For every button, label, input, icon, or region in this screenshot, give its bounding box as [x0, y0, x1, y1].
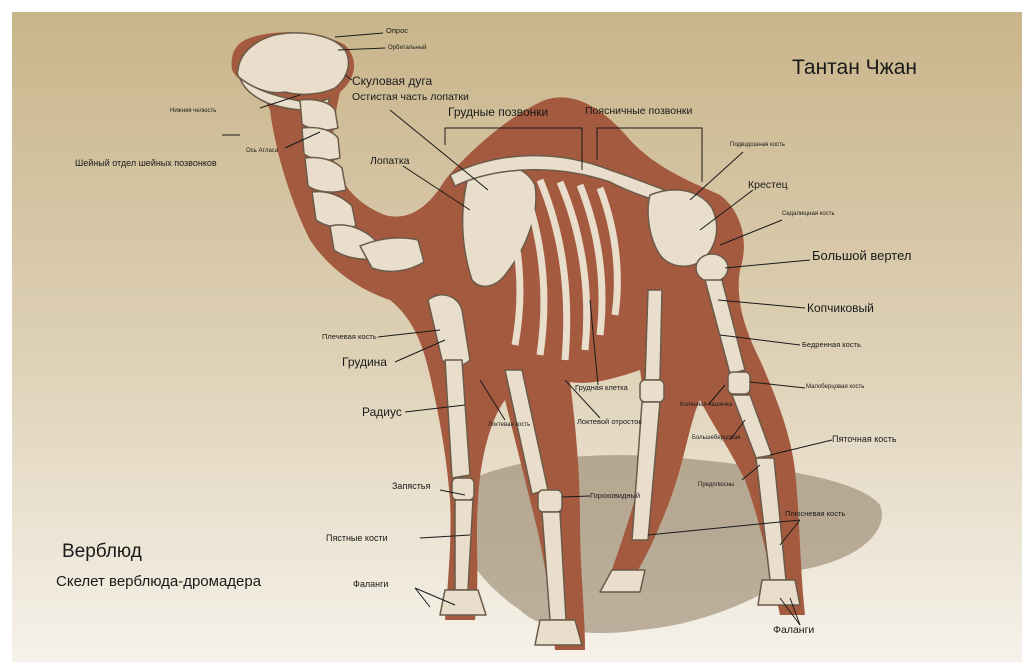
leader-line [717, 299, 806, 309]
hind-hoof [757, 579, 801, 606]
leader-line [389, 109, 489, 191]
label-femur: Бедренная кость [802, 340, 861, 349]
label-cervical: Шейный отдел шейных позвонков [75, 158, 217, 168]
leader-line [724, 259, 811, 269]
label-ischium: Седалищная кость [782, 211, 835, 217]
label-carpus: Запястья [392, 481, 431, 491]
diagram-subtitle: Скелет верблюда-дромадера [56, 573, 262, 590]
label-greater-trochanter: Большой вертел [812, 248, 912, 263]
tibia-bone-far [631, 401, 661, 541]
radius-bone [444, 359, 471, 479]
leader-line [561, 495, 591, 498]
leader-line [719, 219, 783, 246]
label-thoracic-vertebrae: Грудные позвонки [448, 105, 549, 119]
cervical-vertebra [304, 156, 347, 193]
leader-line [344, 74, 353, 81]
author-name: Тантан Чжан [792, 56, 917, 79]
leader-line [699, 189, 754, 231]
label-ulna: Локтевая кость [488, 422, 531, 428]
leader-line [779, 597, 801, 626]
label-coccygeal: Копчиковый [807, 301, 874, 315]
leader-line [404, 404, 466, 413]
hind-hoof-far [599, 569, 646, 593]
label-phalanges-front: Фаланги [353, 579, 389, 589]
knee-bone [727, 371, 751, 395]
label-metacarpals: Пястные кости [326, 533, 388, 543]
label-sternum: Грудина [342, 355, 387, 369]
leader-line [479, 379, 506, 421]
leader-line [419, 534, 471, 539]
label-tibia: Малоберцовая кость [806, 384, 865, 390]
tarsal-bone-far [639, 379, 665, 403]
label-lower-jaw: Нижняя челюсть [170, 108, 217, 114]
label-radius: Радиус [362, 405, 402, 419]
leader-line [564, 379, 601, 419]
leader-line [402, 165, 471, 211]
leader-line [337, 47, 386, 51]
leader-line [729, 419, 746, 441]
leader-line [689, 151, 744, 201]
label-ilium: Подвздошная кость [730, 142, 785, 148]
leader-line [334, 32, 384, 38]
label-tarsals: Предплюсны [698, 482, 735, 488]
leader-line [284, 131, 321, 149]
leader-bracket [596, 127, 703, 182]
label-scapula-spine: Остистая часть лопатки [352, 91, 469, 103]
label-olecranon: Локтевой отросток [577, 417, 642, 426]
label-humerus: Плечевая кость [322, 332, 377, 341]
rib [556, 180, 591, 351]
leader-line [769, 439, 833, 456]
carpus-bone-far [537, 489, 563, 513]
rib [496, 178, 524, 346]
label-atlas: Ось Атласа [246, 148, 279, 154]
label-zygomatic-arch: Скуловая дуга [352, 74, 433, 88]
rib [516, 176, 548, 356]
carpus-bone [451, 477, 475, 501]
hip-joint [695, 253, 729, 283]
leader-line [647, 519, 801, 536]
leader-line [394, 339, 446, 363]
label-fibula: Большеберцовая [692, 435, 741, 441]
label-orbital: Орбитальный [388, 45, 427, 51]
rib [576, 183, 606, 336]
leader-line [589, 299, 599, 386]
cervical-vertebra [359, 237, 425, 273]
leader-line [749, 381, 806, 389]
leader-line [779, 519, 801, 546]
rib [536, 178, 571, 361]
label-kneecap: Коленная чашечка [680, 402, 733, 408]
label-scapula: Лопатка [370, 155, 410, 167]
label-opros: Опрос [386, 26, 408, 35]
front-hoof [439, 589, 487, 616]
leader-line [259, 94, 301, 109]
label-sesamoid: Гороховидный [590, 491, 641, 500]
cervical-vertebra [311, 190, 357, 229]
far-hoof [534, 619, 583, 646]
femur-bone-far [644, 289, 663, 381]
leader-line [789, 597, 801, 626]
leader-line [414, 587, 431, 608]
label-phalanges-hind: Фаланги [773, 624, 815, 636]
label-ribcage: Грудная клетка [575, 383, 628, 392]
femur-bone [704, 279, 746, 375]
leader-line [707, 384, 726, 406]
leader-bracket [444, 127, 583, 170]
label-sacrum: Крестец [748, 179, 788, 191]
leader-lines [222, 32, 833, 626]
leader-line [741, 464, 761, 481]
leader-line [439, 489, 466, 496]
label-lumbar-vertebrae: Поясничные позвонки [585, 105, 693, 117]
diagram-title: Верблюд [62, 541, 142, 562]
leader-line [719, 334, 801, 346]
leader-line [377, 329, 441, 338]
label-calcaneus: Пяточная кость [832, 434, 897, 444]
label-metatarsal: Плюсневая кость [785, 509, 846, 518]
rib [596, 186, 621, 316]
leader-line [414, 587, 456, 606]
